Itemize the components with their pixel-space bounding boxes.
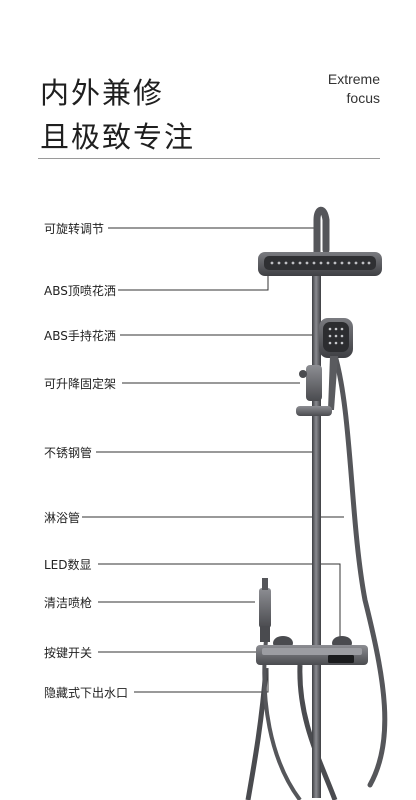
rotatable-arm [313, 206, 330, 266]
label-shower-hose: 淋浴管 [44, 511, 81, 525]
label-rotatable-joint: 可旋转调节 [44, 222, 105, 236]
steel-pipe [312, 258, 321, 798]
label-steel-pipe: 不锈钢管 [44, 446, 93, 460]
button-switch-panel [256, 636, 368, 665]
label-led-display: LED数显 [44, 558, 92, 572]
leader-line [118, 272, 269, 291]
subtitle-line-2: focus [346, 90, 380, 106]
lift-holder [299, 365, 322, 401]
lower-hose [297, 664, 338, 800]
hand-shower [319, 318, 353, 410]
headline-line-1: 内外兼修 [40, 76, 165, 110]
bidet-sprayer [259, 578, 271, 642]
led-display [328, 655, 354, 663]
label-hand-shower: ABS手持花洒 [44, 329, 116, 343]
subtitle-line-1: Extreme [327, 71, 380, 87]
top-shower-head [258, 252, 382, 276]
label-bidet-sprayer: 清洁喷枪 [44, 596, 93, 610]
headline-line-2: 且极致专注 [40, 120, 196, 154]
pipe-clamp [296, 406, 332, 416]
leader-lines [82, 227, 344, 693]
label-top-shower-head: ABS顶喷花洒 [44, 284, 116, 298]
label-button-switch: 按键开关 [44, 646, 93, 660]
label-hidden-outlet: 隐藏式下出水口 [44, 686, 129, 700]
label-lift-holder: 可升降固定架 [44, 377, 117, 391]
header-divider [38, 158, 380, 159]
leader-line [98, 563, 341, 647]
shower-hose [331, 349, 388, 788]
leader-line [134, 668, 269, 693]
